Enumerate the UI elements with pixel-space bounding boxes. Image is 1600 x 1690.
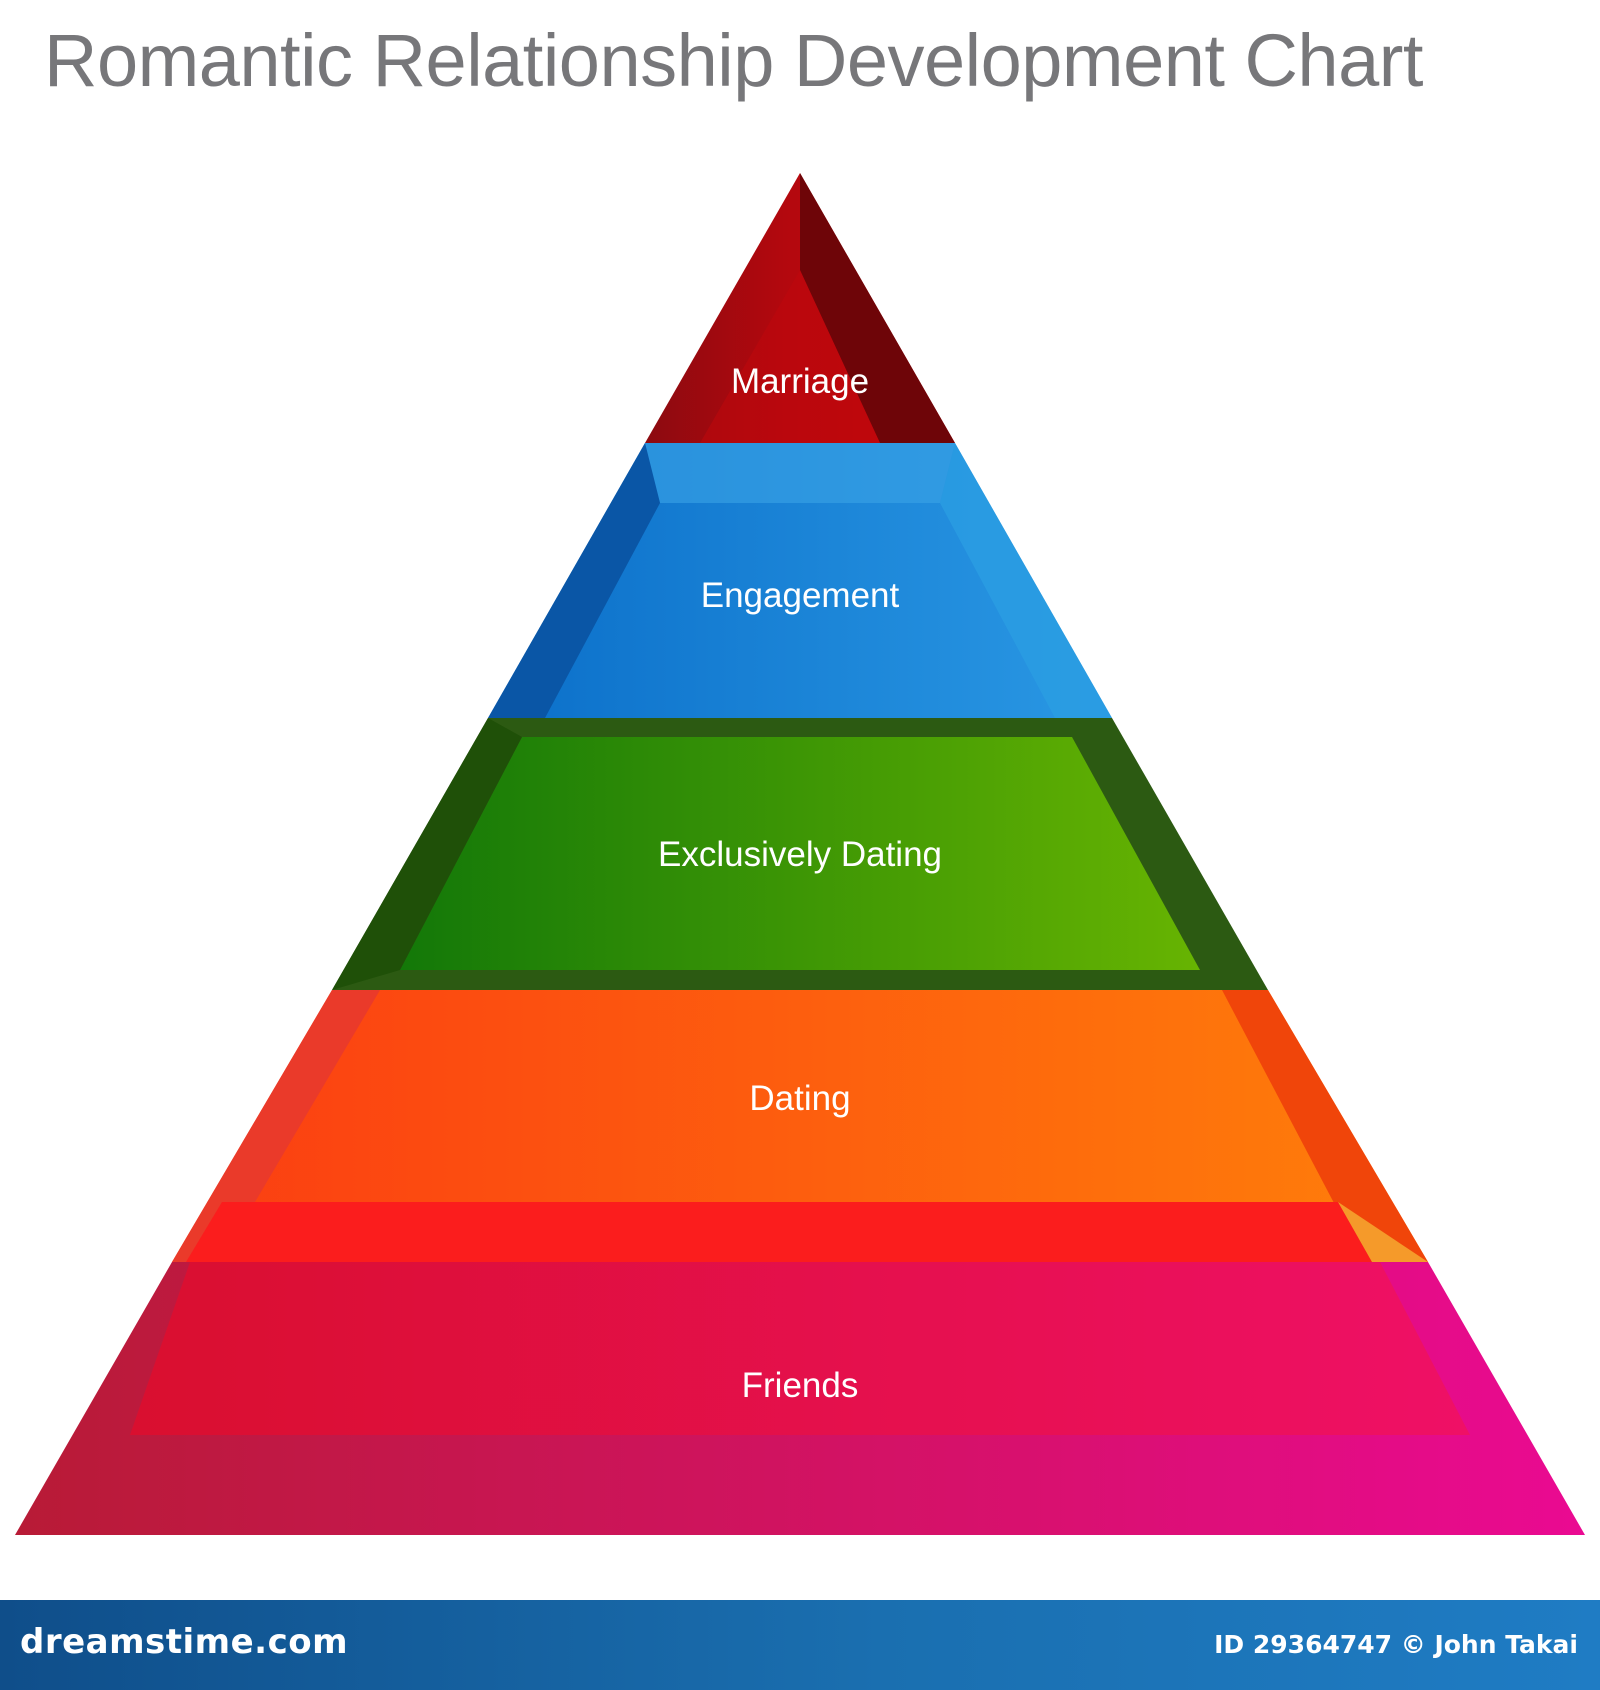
tier-label-dating: Dating (749, 1079, 850, 1118)
tier-label-friends: Friends (742, 1366, 859, 1405)
tier-label-marriage: Marriage (731, 362, 869, 401)
footer-bar: dreamstime.com ID 29364747 © John Takai (0, 1600, 1600, 1690)
tier-marriage: Marriage (645, 173, 955, 443)
chart-title: Romantic Relationship Development Chart (44, 19, 1423, 102)
footer-credit: ID 29364747 © John Takai (1214, 1630, 1578, 1659)
tier-dating: Dating (172, 990, 1428, 1262)
footer-site-name[interactable]: dreamstime.com (20, 1622, 349, 1662)
tier-engagement: Engagement (488, 443, 1112, 718)
pyramid-diagram: Marriage Engagement Exclusively Dating D… (15, 173, 1585, 1535)
tier-exclusively-dating: Exclusively Dating (332, 718, 1268, 990)
tier-friends: Friends (15, 1262, 1585, 1535)
tier-label-exclusively-dating: Exclusively Dating (658, 835, 942, 874)
tier-label-engagement: Engagement (701, 576, 900, 615)
